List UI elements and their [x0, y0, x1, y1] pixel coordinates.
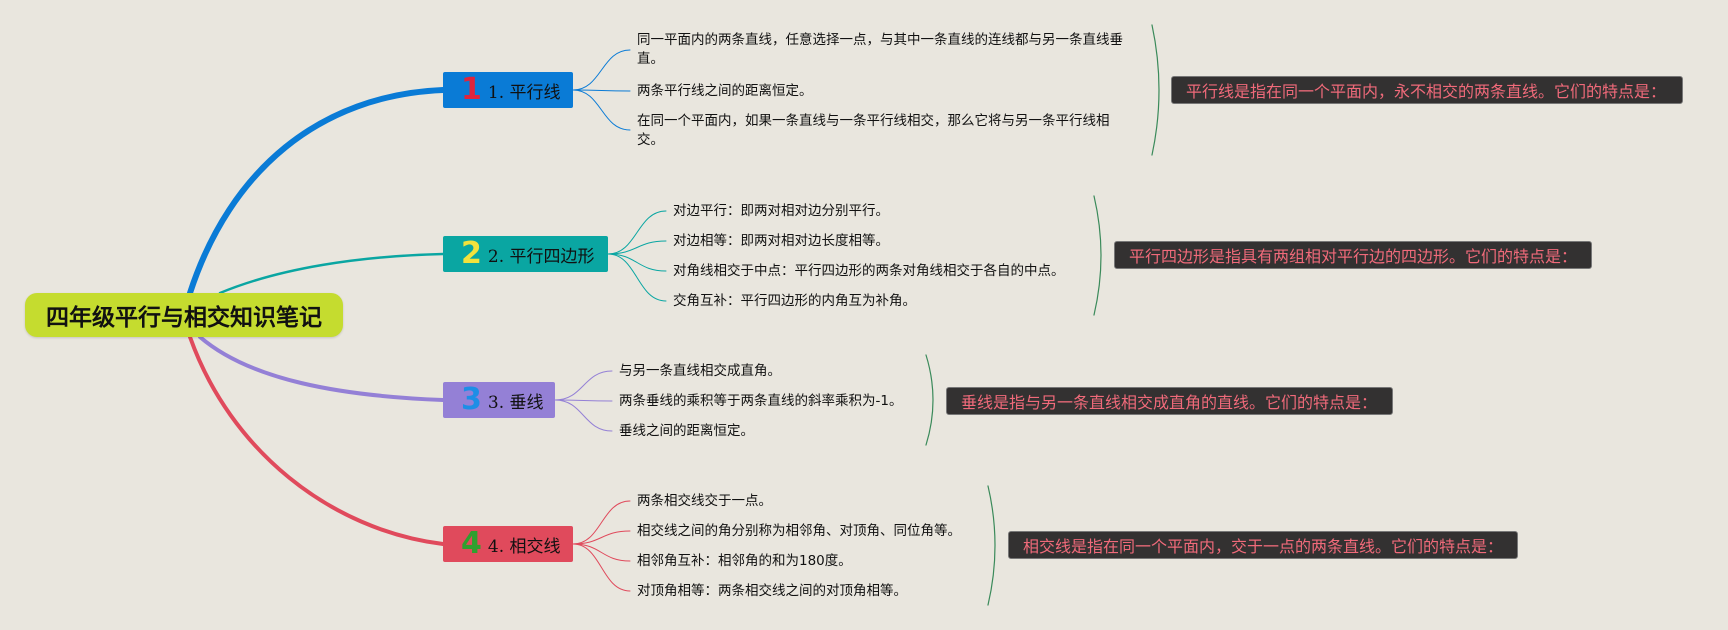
- leaf-connector: [554, 399, 613, 432]
- leaf-item[interactable]: 两条平行线之间的距离恒定。: [637, 83, 813, 99]
- leaf-connector: [572, 89, 631, 131]
- topic-number: 4: [461, 526, 482, 561]
- topic-parallelogram[interactable]: 2 2. 平行四边形: [443, 236, 608, 272]
- leaf-item[interactable]: 相邻角互补：相邻角的和为180度。: [637, 553, 852, 569]
- root-topic[interactable]: 四年级平行与相交知识笔记: [25, 293, 343, 337]
- summary-bracket: [925, 354, 934, 446]
- leaf-connector: [607, 240, 667, 255]
- leaf-connector: [572, 89, 631, 92]
- leaf-connector: [554, 399, 613, 402]
- summary-callout[interactable]: 平行四边形是指具有两组相对平行边的四边形。它们的特点是：: [1114, 241, 1592, 269]
- leaf-item[interactable]: 对边平行：即两对相对边分别平行。: [673, 203, 889, 219]
- leaf-connector: [607, 210, 667, 255]
- leaf-connector: [572, 500, 631, 545]
- leaf-connector: [572, 543, 631, 562]
- leaf-item[interactable]: 对角线相交于中点：平行四边形的两条对角线相交于各自的中点。: [673, 263, 1065, 279]
- branch-connector: [218, 252, 445, 295]
- leaf-item[interactable]: 垂线之间的距离恒定。: [619, 423, 754, 439]
- leaf-connector: [607, 253, 667, 302]
- summary-bracket: [987, 485, 996, 606]
- summary-bracket: [1151, 24, 1160, 156]
- topic-parallel-lines[interactable]: 1 1. 平行线: [443, 72, 573, 108]
- leaf-item[interactable]: 对边相等：即两对相对边长度相等。: [673, 233, 889, 249]
- leaf-item[interactable]: 对顶角相等：两条相交线之间的对顶角相等。: [637, 583, 907, 599]
- topic-label: 1. 平行线: [487, 82, 561, 103]
- branch-connector: [198, 335, 445, 402]
- topic-number: 3: [461, 382, 482, 417]
- leaf-connector: [572, 530, 631, 545]
- leaf-item[interactable]: 与另一条直线相交成直角。: [619, 363, 781, 379]
- leaf-connector: [572, 49, 631, 91]
- leaf-item[interactable]: 两条垂线的乘积等于两条直线的斜率乘积为-1。: [619, 393, 903, 409]
- summary-bracket: [1093, 195, 1102, 316]
- leaf-connector: [607, 253, 667, 272]
- topic-number: 2: [461, 236, 482, 271]
- topic-number: 1: [461, 72, 482, 107]
- topic-label: 2. 平行四边形: [487, 246, 595, 267]
- branch-connector: [187, 87, 446, 296]
- leaf-item[interactable]: 在同一个平面内，如果一条直线与一条平行线相交，那么它将与另一条平行线相交。: [637, 113, 1110, 148]
- summary-callout[interactable]: 平行线是指在同一个平面内，永不相交的两条直线。它们的特点是：: [1171, 76, 1683, 104]
- topic-label: 4. 相交线: [487, 536, 561, 557]
- topic-perpendicular[interactable]: 3 3. 垂线: [443, 382, 555, 418]
- summary-callout[interactable]: 相交线是指在同一个平面内，交于一点的两条直线。它们的特点是：: [1008, 531, 1518, 559]
- leaf-item[interactable]: 两条相交线交于一点。: [637, 493, 772, 509]
- branch-connector: [188, 335, 445, 546]
- topic-label: 3. 垂线: [487, 392, 544, 413]
- leaf-item[interactable]: 同一平面内的两条直线，任意选择一点，与其中一条直线的连线都与另一条直线垂直。: [637, 32, 1123, 67]
- leaf-item[interactable]: 交角互补：平行四边形的内角互为补角。: [673, 293, 916, 309]
- topic-intersecting-lines[interactable]: 4 4. 相交线: [443, 526, 573, 562]
- leaf-connector: [572, 543, 631, 592]
- summary-callout[interactable]: 垂线是指与另一条直线相交成直角的直线。它们的特点是：: [946, 387, 1393, 415]
- leaf-connector: [554, 370, 613, 401]
- leaf-item[interactable]: 相交线之间的角分别称为相邻角、对顶角、同位角等。: [637, 523, 961, 539]
